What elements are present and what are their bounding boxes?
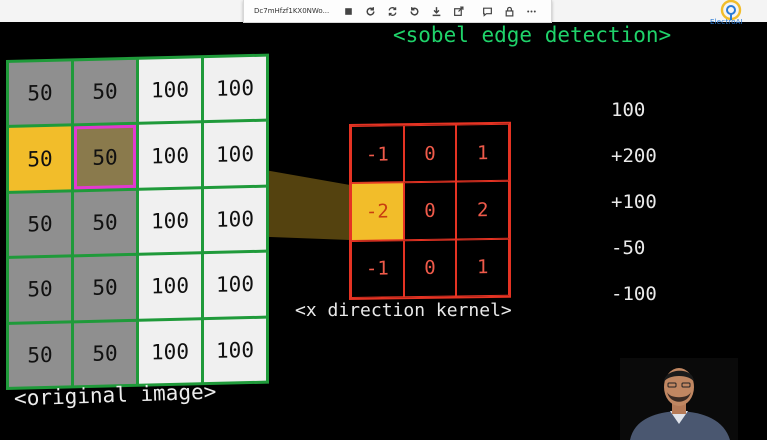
image-cell: 100 [139, 58, 201, 123]
lock-icon[interactable] [504, 6, 515, 17]
comment-icon[interactable] [482, 6, 493, 17]
refresh-icon[interactable] [365, 6, 376, 17]
image-cell: 50 [74, 321, 136, 386]
image-cell: 100 [204, 187, 266, 252]
browser-toolbar: Dc7mHfzf1KX0NWo... [243, 0, 552, 23]
sync-icon[interactable] [387, 6, 398, 17]
image-cell: 100 [139, 123, 201, 188]
kernel-cell-highlighted: -2 [351, 182, 404, 241]
logo-icon [720, 0, 742, 21]
image-cell: 100 [204, 318, 266, 383]
download-icon[interactable] [431, 6, 442, 17]
x-direction-kernel: -1 0 1 -2 0 2 -1 0 1 [349, 121, 511, 300]
image-cell: 50 [74, 256, 136, 320]
image-cell: 100 [139, 319, 201, 384]
kernel-cell: 0 [403, 181, 457, 240]
product-values-list: 100 +200 +100 -50 -100 [611, 97, 657, 327]
image-cell: 50 [74, 59, 136, 124]
product-value: +200 [611, 145, 657, 167]
product-value: 100 [611, 99, 646, 121]
image-cell-selected: 50 [74, 125, 136, 190]
product-value: -50 [611, 237, 646, 259]
external-link-icon[interactable] [453, 5, 464, 17]
image-cell: 100 [204, 56, 266, 121]
image-cell: 50 [9, 323, 71, 387]
reload-icon[interactable] [409, 6, 420, 17]
presenter-webcam-video [620, 358, 738, 440]
stop-icon[interactable] [343, 6, 354, 17]
image-cell: 100 [204, 122, 266, 186]
kernel-cell: 1 [456, 238, 509, 297]
kernel-cell: 1 [456, 123, 509, 182]
image-cell: 100 [139, 189, 201, 253]
logo-text: ElectroAI [710, 18, 743, 26]
original-image-grid: 50 50 100 100 50 50 100 100 50 50 100 10… [6, 53, 269, 390]
image-cell: 50 [9, 192, 71, 257]
url-field[interactable]: Dc7mHfzf1KX0NWo... [254, 7, 330, 15]
kernel-cell: 0 [403, 239, 457, 298]
kernel-cell: 0 [403, 124, 457, 183]
product-value: +100 [611, 191, 657, 213]
kernel-cell: 2 [456, 181, 509, 240]
kernel-cell: -1 [351, 239, 404, 298]
image-cell: 50 [74, 190, 136, 255]
kernel-caption: <x direction kernel> [295, 300, 512, 321]
product-value: -100 [611, 283, 657, 305]
image-cell: 100 [139, 254, 201, 319]
image-cell: 50 [9, 257, 71, 322]
kernel-cell: -1 [351, 125, 404, 184]
image-cell: 100 [204, 252, 266, 317]
slide-title: <sobel edge detection> [393, 23, 672, 47]
more-icon[interactable] [526, 6, 537, 17]
image-cell-highlighted: 50 [9, 126, 71, 191]
image-cell: 50 [9, 61, 71, 126]
